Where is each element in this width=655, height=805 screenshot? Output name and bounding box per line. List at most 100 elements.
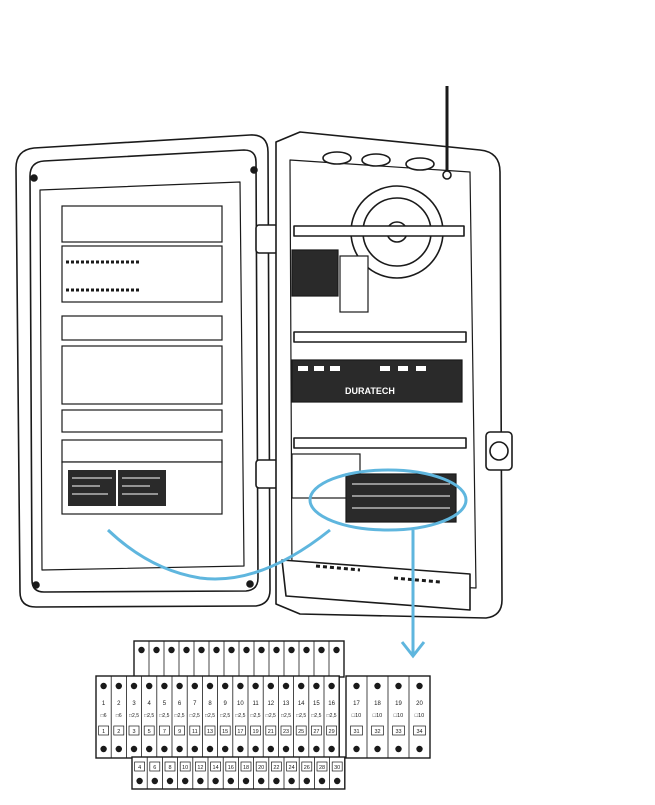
bottom-terminal-screw xyxy=(334,777,341,785)
main-terminal-screw-top xyxy=(161,682,168,690)
terminal-label-box xyxy=(189,725,201,736)
bottom-terminal-screw xyxy=(303,777,310,785)
top-terminal-screw xyxy=(258,646,265,654)
terminal-size: □2,5 xyxy=(296,713,306,719)
terminal-size: □2,5 xyxy=(251,713,261,719)
terminal-number: 19 xyxy=(395,701,402,707)
terminal-label-box xyxy=(331,761,343,772)
terminal-strip: 1□612□623□2,534□2,555□2,576□2,597□2,5118… xyxy=(95,640,431,790)
main-terminal-screw-top xyxy=(130,682,138,690)
terminal-label-box xyxy=(326,725,337,736)
din-modules: DURATECH xyxy=(291,249,463,523)
terminal-number: 1 xyxy=(102,701,106,707)
terminal-number: 12 xyxy=(267,701,274,707)
door-panels xyxy=(61,205,223,515)
main-terminal-screw-bottom xyxy=(191,745,198,753)
main-terminal-screw-bottom xyxy=(130,745,138,753)
terminal-bottom-number: 26 xyxy=(304,765,310,771)
terminal-number: 11 xyxy=(252,701,259,707)
terminal-label-box xyxy=(113,725,125,736)
terminal-bottom-number: 30 xyxy=(334,765,340,771)
top-terminal-screw xyxy=(318,646,325,654)
main-terminal-screw-top xyxy=(313,682,320,690)
top-terminal-screw xyxy=(153,646,160,654)
main-terminal-screw-bottom xyxy=(206,745,214,753)
bottom-terminal-screw xyxy=(197,777,204,785)
main-terminal-screw-bottom xyxy=(328,745,335,753)
main-terminal-screw-top xyxy=(176,682,183,690)
right-terminal-screw-bottom xyxy=(374,745,381,753)
terminal-bottom-number: 24 xyxy=(289,765,295,771)
terminal-size: □2,5 xyxy=(159,713,169,719)
top-terminal-screw xyxy=(273,646,280,654)
terminal-number: 20 xyxy=(416,701,423,707)
terminal-bottom-number: 20 xyxy=(258,765,264,771)
terminal-number: 8 xyxy=(208,701,212,707)
terminal-bottom-number: 22 xyxy=(273,765,279,771)
main-terminal-screw-bottom xyxy=(176,745,183,753)
terminal-label-box xyxy=(225,761,237,772)
brand-label: DURATECH xyxy=(345,386,395,396)
terminal-bottom-number: 11 xyxy=(192,729,198,735)
terminal-label-box xyxy=(301,761,313,772)
terminal-bottom-number: 16 xyxy=(228,765,234,771)
terminal-label-box xyxy=(413,725,426,736)
main-terminal-screw-top xyxy=(115,682,123,690)
terminal-label-box xyxy=(149,761,161,772)
main-terminal-screw-bottom xyxy=(100,745,107,753)
top-terminal-screw xyxy=(303,646,310,654)
terminal-label-box xyxy=(219,725,231,736)
terminal-label-box xyxy=(286,761,297,772)
terminal-size: □10 xyxy=(415,713,424,719)
terminal-bottom-number: 8 xyxy=(168,765,171,771)
terminal-bottom-number: 25 xyxy=(298,729,304,735)
terminal-label-box xyxy=(134,761,145,772)
terminal-label-box xyxy=(143,725,155,736)
right-terminal-screw-top xyxy=(374,682,381,690)
terminal-label-box xyxy=(235,725,246,736)
right-terminal-screw-bottom xyxy=(395,745,402,753)
terminal-bottom-number: 33 xyxy=(395,729,401,735)
main-terminal-screw-top xyxy=(146,682,153,690)
terminal-bottom-number: 23 xyxy=(283,729,289,735)
main-terminal-screw-top xyxy=(237,682,244,690)
terminal-bottom-number: 18 xyxy=(243,765,249,771)
terminal-size: □2,5 xyxy=(205,713,215,719)
main-terminal-screw-bottom xyxy=(237,745,244,753)
top-terminal-screw xyxy=(333,646,340,654)
main-terminal-screw-top xyxy=(267,682,274,690)
bottom-terminal-screw xyxy=(258,777,265,785)
main-terminal-screw-bottom xyxy=(282,745,290,753)
terminal-bottom-number: 17 xyxy=(237,729,243,735)
terminal-label-box xyxy=(280,725,292,736)
terminal-label-box xyxy=(210,761,221,772)
terminal-number: 16 xyxy=(328,701,335,707)
bottom-terminal-screw xyxy=(182,777,189,785)
terminal-label-box xyxy=(240,761,252,772)
terminal-label-box xyxy=(195,761,206,772)
bottom-terminal-screw xyxy=(136,777,143,785)
terminal-label-box xyxy=(204,725,216,736)
terminal-number: 2 xyxy=(117,701,121,707)
terminal-bottom-number: 2 xyxy=(117,729,120,735)
top-terminal-screw xyxy=(228,646,235,654)
terminal-label-box xyxy=(271,761,282,772)
right-terminal-screw-top xyxy=(395,682,402,690)
terminal-label-box xyxy=(371,725,384,736)
terminal-size: □6 xyxy=(101,713,107,719)
terminal-label-box xyxy=(316,761,328,772)
bottom-terminal-screw xyxy=(288,777,295,785)
main-terminal-screw-top xyxy=(252,682,259,690)
callout-highlight xyxy=(106,468,468,659)
main-terminal-screw-top xyxy=(298,682,305,690)
main-terminal-screw-top xyxy=(282,682,290,690)
top-terminal-screw xyxy=(168,646,175,654)
terminal-label-box xyxy=(164,761,176,772)
terminal-number: 3 xyxy=(132,701,136,707)
right-terminal-screw-top xyxy=(416,682,423,690)
terminal-size: □2,5 xyxy=(190,713,200,719)
terminal-bottom-number: 4 xyxy=(138,765,141,771)
terminal-number: 4 xyxy=(148,701,152,707)
terminal-number: 18 xyxy=(374,701,381,707)
terminal-bottom-number: 14 xyxy=(213,765,219,771)
